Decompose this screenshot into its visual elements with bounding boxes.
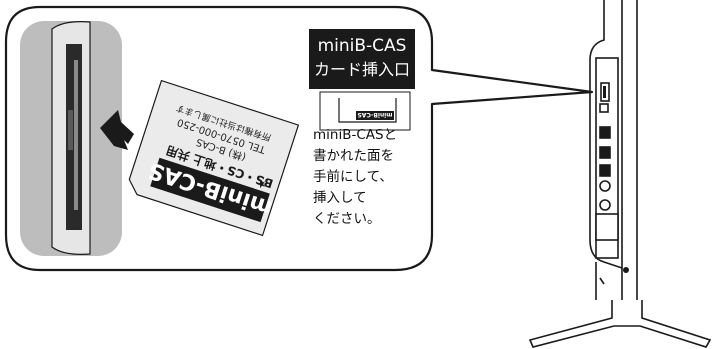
hdmi-port-2 — [599, 146, 611, 159]
small-card-illustration — [319, 91, 411, 131]
port-bracket — [595, 213, 619, 241]
callout-title-box: miniB-CAS カード挿入口 — [309, 29, 415, 89]
card-star-icon: ★ — [255, 176, 269, 191]
round-port-2 — [599, 199, 611, 211]
insert-instructions: miniB-CASと 書かれた面を 手前にして、 挿入して ください。 — [313, 125, 413, 230]
callout-frame — [4, 5, 594, 272]
hdmi-port-3 — [599, 164, 611, 177]
round-port-1 — [599, 180, 611, 192]
instruction-line: miniB-CASと — [313, 127, 398, 143]
tv-back-panel — [589, 0, 623, 269]
tv-bezel — [621, 0, 638, 300]
insert-arrow — [100, 110, 134, 150]
instruction-line: 挿入して — [313, 190, 367, 206]
small-card-label: miniB-CAS — [357, 111, 392, 118]
callout-border — [4, 5, 594, 272]
instruction-line: 手前にして、 — [313, 169, 393, 185]
instruction-line: ください。 — [313, 211, 381, 227]
tv-stand — [528, 300, 712, 348]
callout-title-line1: miniB-CAS — [317, 36, 407, 56]
card-logo-band — [150, 157, 270, 223]
callout-title-line2: カード挿入口 — [313, 60, 410, 79]
hdmi-port-1 — [599, 126, 611, 139]
small-port — [599, 103, 609, 113]
bcas-card — [128, 79, 300, 237]
instruction-line: 書かれた面を — [313, 148, 394, 164]
tv-side-view — [528, 0, 712, 348]
